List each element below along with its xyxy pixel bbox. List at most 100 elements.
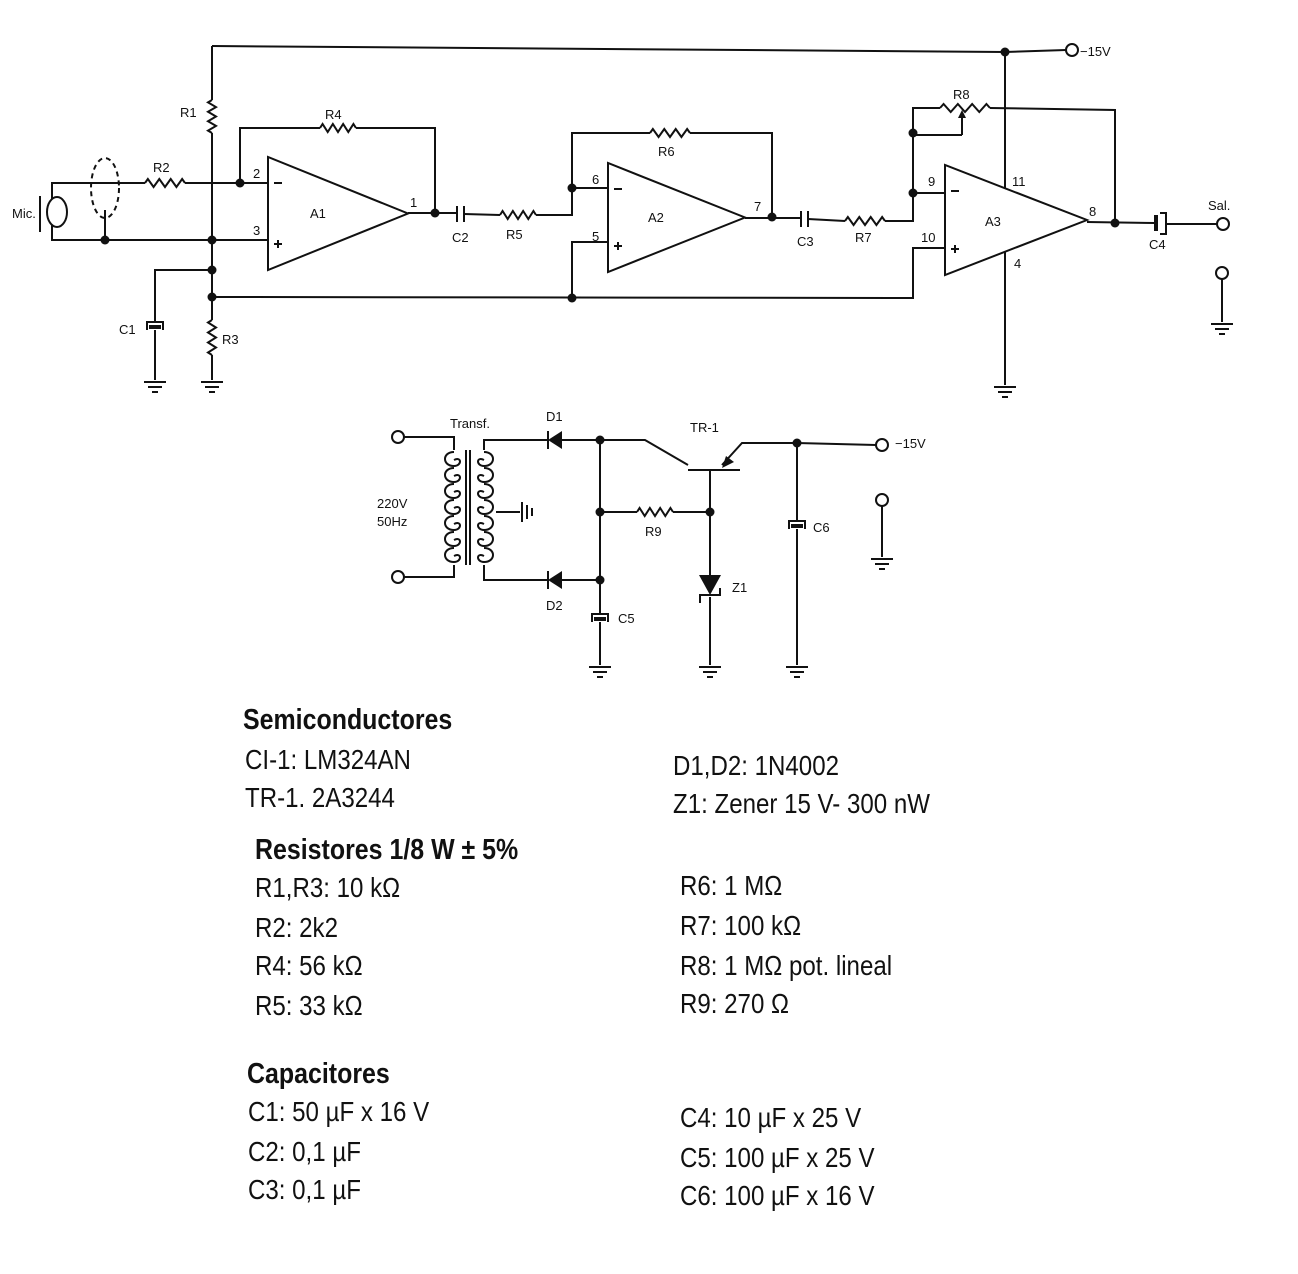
ground-symbol <box>1211 323 1233 335</box>
op-amp <box>607 161 748 274</box>
wire <box>211 45 1067 54</box>
terminal <box>391 430 405 444</box>
junction-dot <box>567 293 577 303</box>
r1-label: R1 <box>180 105 197 120</box>
c2-label: C2 <box>452 230 469 245</box>
heading-resistors: Resistores 1/8 W ± 5% <box>255 834 519 866</box>
wire <box>211 247 945 300</box>
junction-dot <box>235 178 245 188</box>
part-entry: R1,R3: 10 kΩ <box>255 872 401 903</box>
transistor-emitter-arrow <box>722 456 734 468</box>
ground-symbol <box>871 558 893 570</box>
microphone-icon <box>46 196 68 228</box>
wire <box>483 565 548 581</box>
r4-label: R4 <box>325 107 342 122</box>
wire <box>807 218 846 222</box>
junction-dot <box>767 212 777 222</box>
wire <box>239 127 320 183</box>
pin-label: 1 <box>410 195 417 210</box>
c6-label: C6 <box>813 520 830 535</box>
op-amp <box>944 163 1090 277</box>
electrolytic-capacitor <box>1160 212 1167 235</box>
amp-a2-label: A2 <box>648 210 664 225</box>
wire <box>483 439 548 450</box>
wire <box>463 213 501 216</box>
resistor <box>636 506 674 518</box>
part-entry: C3: 0,1 µF <box>248 1174 361 1205</box>
pin-label: 6 <box>592 172 599 187</box>
op-amp-input-signs <box>274 182 282 248</box>
electrolytic-capacitor <box>146 321 164 330</box>
junction-dot <box>595 435 605 445</box>
r9-label: R9 <box>645 524 662 539</box>
ground-symbol <box>994 386 1016 398</box>
junction-dot <box>595 575 605 585</box>
part-entry: C5: 100 µF x 25 V <box>680 1142 875 1173</box>
heading-semiconductors: Semiconductores <box>243 704 453 736</box>
resistor <box>649 127 691 139</box>
op-amp-input-signs <box>951 190 959 253</box>
r2-label: R2 <box>153 160 170 175</box>
ground-symbol <box>699 666 721 678</box>
resistor <box>844 215 886 227</box>
ground-symbol <box>201 381 223 393</box>
wire <box>571 241 608 297</box>
junction-dot <box>207 235 217 245</box>
part-entry: R8: 1 MΩ pot. lineal <box>680 950 893 981</box>
wire <box>51 225 268 241</box>
part-entry: R9: 270 Ω <box>680 988 790 1019</box>
junction-dot <box>567 183 577 193</box>
diode <box>548 431 562 449</box>
c3-label: C3 <box>797 234 814 249</box>
circuit-schematic: −15V Mic. Sal. A1 A2 A3 1 2 3 4 5 6 7 8 … <box>12 43 1233 678</box>
electrolytic-capacitor <box>1154 215 1158 231</box>
potentiometer-wiper-arrow <box>958 110 966 118</box>
wire <box>1086 221 1156 224</box>
resistor <box>206 319 218 356</box>
resistor <box>499 209 537 221</box>
capacitor <box>456 206 465 222</box>
transistor-emitter <box>721 442 797 466</box>
transformer-core <box>465 450 471 565</box>
terminal <box>1215 266 1229 280</box>
zener-label: Z1 <box>732 580 747 595</box>
r8-label: R8 <box>953 87 970 102</box>
part-entry: C6: 100 µF x 16 V <box>680 1180 875 1211</box>
zener-diode-bar <box>699 588 721 603</box>
part-entry: R6: 1 MΩ <box>680 870 783 901</box>
part-entry: R5: 33 kΩ <box>255 990 363 1021</box>
d2-label: D2 <box>546 598 563 613</box>
zener-diode <box>699 575 721 595</box>
electrolytic-capacitor <box>594 617 606 621</box>
diode <box>548 571 562 589</box>
wire <box>404 565 455 578</box>
transformer-label: Transf. <box>450 416 490 431</box>
pin-label: 9 <box>928 174 935 189</box>
junction-dot <box>908 128 918 138</box>
capacitor <box>800 211 809 227</box>
wire <box>562 439 689 466</box>
c4-label: C4 <box>1149 237 1166 252</box>
terminal <box>1216 217 1230 231</box>
junction-dot <box>1110 218 1120 228</box>
electrolytic-capacitor <box>791 524 803 528</box>
mic-label: Mic. <box>12 206 36 221</box>
transformer-coil <box>477 451 494 564</box>
ground-symbol <box>144 381 166 393</box>
electrolytic-capacitor <box>149 325 161 329</box>
part-entry: C4: 10 µF x 25 V <box>680 1102 862 1133</box>
terminal <box>391 570 405 584</box>
wire <box>404 436 455 450</box>
mains-frequency-label: 50Hz <box>377 514 407 529</box>
wire <box>356 127 436 213</box>
junction-dot <box>908 188 918 198</box>
psu-output-label: −15V <box>895 436 926 451</box>
part-entry: C2: 0,1 µF <box>248 1136 361 1167</box>
wire <box>154 269 212 323</box>
wire <box>51 182 145 199</box>
mains-voltage-label: 220V <box>377 496 408 511</box>
junction-dot <box>595 507 605 517</box>
junction-dot <box>792 438 802 448</box>
supply-label: −15V <box>1080 44 1111 59</box>
op-amp-input-signs <box>614 188 622 250</box>
